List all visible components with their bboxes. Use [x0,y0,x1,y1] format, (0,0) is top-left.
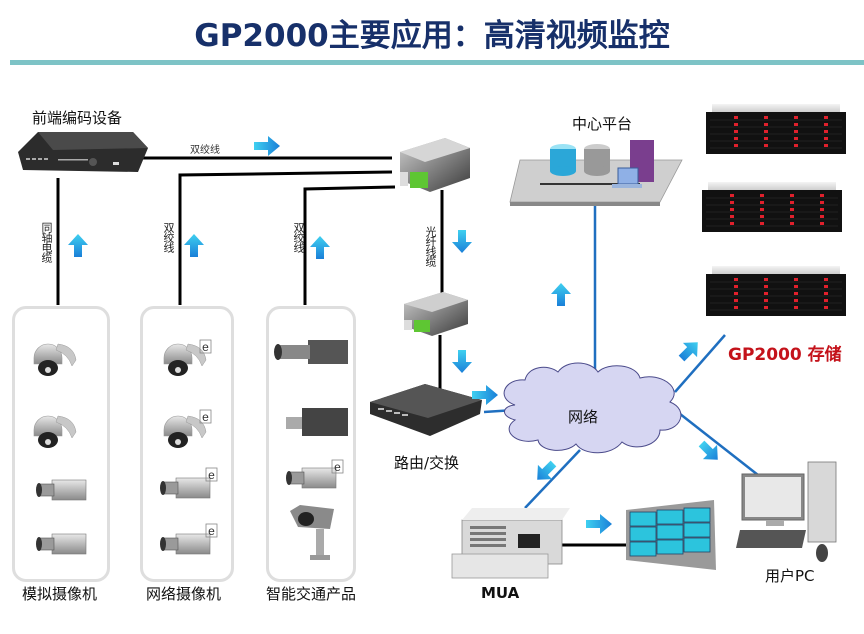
router-switch-label: 路由/交换 [394,454,460,472]
its-product-group-label: 智能交通产品 [266,585,357,603]
media-converter-top [400,138,470,192]
storage-rack [705,103,847,155]
arrow-up-icon [551,283,571,306]
arrow-right-icon [586,514,612,534]
arrow-down-icon [452,350,472,373]
analog-camera-group-label: 模拟摄像机 [22,585,98,603]
network-cloud-label: 网络 [568,408,599,426]
outdoor-housing-camera-icon [290,505,334,560]
title-divider [10,60,864,65]
storage-rack [705,265,847,317]
center-platform-device [509,140,683,206]
video-wall-device [626,500,716,570]
link-label-fiber: 光纤线缆 [424,226,437,266]
encoder-device [18,132,148,172]
router-switch-device [370,384,482,436]
mua-label: MUA [481,584,520,602]
link-label-coax: 同轴电缆 [40,222,53,262]
storage-label: GP2000 存储 [728,345,842,365]
arrow-up-icon [184,234,204,257]
link-label-twisted-pair-2: 双绞线 [292,222,305,252]
mua-device [451,508,570,579]
arrow-down-left-icon [530,456,561,487]
link-label-twisted-pair-1: 双绞线 [162,222,175,252]
analog-camera-group [12,306,110,582]
arrow-down-icon [452,230,472,253]
user-pc-label: 用户PC [765,567,815,585]
ip-camera-group [140,306,234,582]
arrow-up-icon [68,234,88,257]
link-label-encoder-switch: 双绞线 [190,145,220,156]
link-ipcam-switch [178,170,393,305]
hd-camera-icon [274,340,348,364]
center-platform-label: 中心平台 [572,115,633,133]
encoder-label: 前端编码设备 [32,109,123,127]
its-product-group [266,306,356,582]
arrow-right-icon [254,136,280,156]
arrow-up-icon [310,236,330,259]
media-converter-bottom [404,292,468,336]
link-cloud-pc [674,409,759,476]
box-camera-dark-icon [286,408,348,436]
network-cloud-icon [503,362,682,454]
page-title: GP2000主要应用：高清视频监控 [194,18,670,54]
arrow-up-right-icon [674,335,705,366]
link-its-switch [303,185,396,305]
link-cloud-storage [674,334,726,393]
copper-links [56,156,628,547]
user-pc-device [736,461,837,562]
network-links [483,200,759,509]
ip-camera-group-label: 网络摄像机 [146,585,222,603]
link-cloud-mua [524,449,581,509]
arrow-down-right-icon [694,436,725,467]
storage-rack [701,181,843,233]
